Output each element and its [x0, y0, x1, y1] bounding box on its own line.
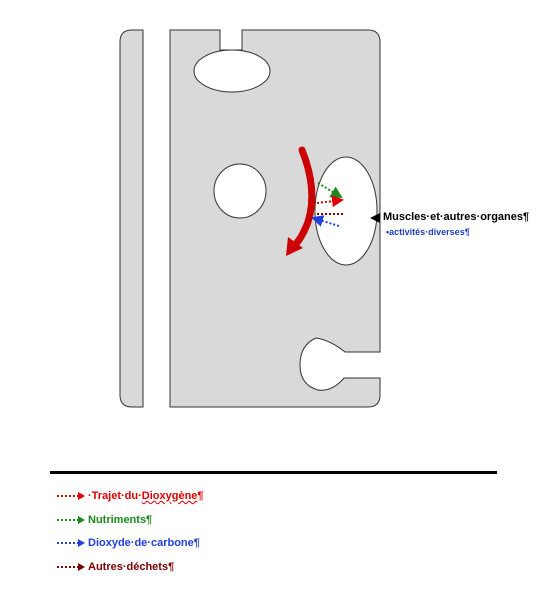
- nutrients-arrow: [317, 182, 343, 199]
- legend-item: Dioxyde·de·carbone¶: [56, 537, 200, 553]
- legend-arrow-icon: [57, 516, 85, 525]
- legend-label: Nutriments¶: [88, 514, 153, 527]
- blood-flow-arrowhead: [286, 237, 303, 256]
- blood-flow-arrow: [290, 146, 316, 250]
- label-pointer-arrow: [370, 213, 380, 223]
- legend-item: Autres·déchets¶: [56, 561, 174, 577]
- legend-item: ·Trajet·du·Dioxygène¶: [56, 490, 204, 506]
- legend-arrow-icon: [57, 539, 85, 548]
- top-organ: [193, 49, 271, 93]
- legend-divider: [50, 471, 497, 474]
- legend-label: ·Trajet·du·Dioxygène¶: [88, 490, 204, 503]
- center-organ: [213, 163, 267, 219]
- legend-arrow-icon: [57, 492, 85, 501]
- muscle-organ: [314, 156, 378, 266]
- co2-arrow: [311, 215, 340, 227]
- body-block: [169, 29, 381, 408]
- legend-arrow-icon: [57, 563, 85, 572]
- organ-label: Muscles·et·autres·organes¶: [383, 211, 530, 223]
- legend-label: Dioxyde·de·carbone¶: [88, 537, 200, 550]
- oxygen-arrow: [316, 195, 344, 208]
- organ-sublabel: •activités·diverses¶: [386, 227, 470, 237]
- legend-label: Autres·déchets¶: [88, 561, 175, 574]
- left-vessel-bar: [119, 29, 144, 408]
- legend-item: Nutriments¶: [56, 514, 152, 530]
